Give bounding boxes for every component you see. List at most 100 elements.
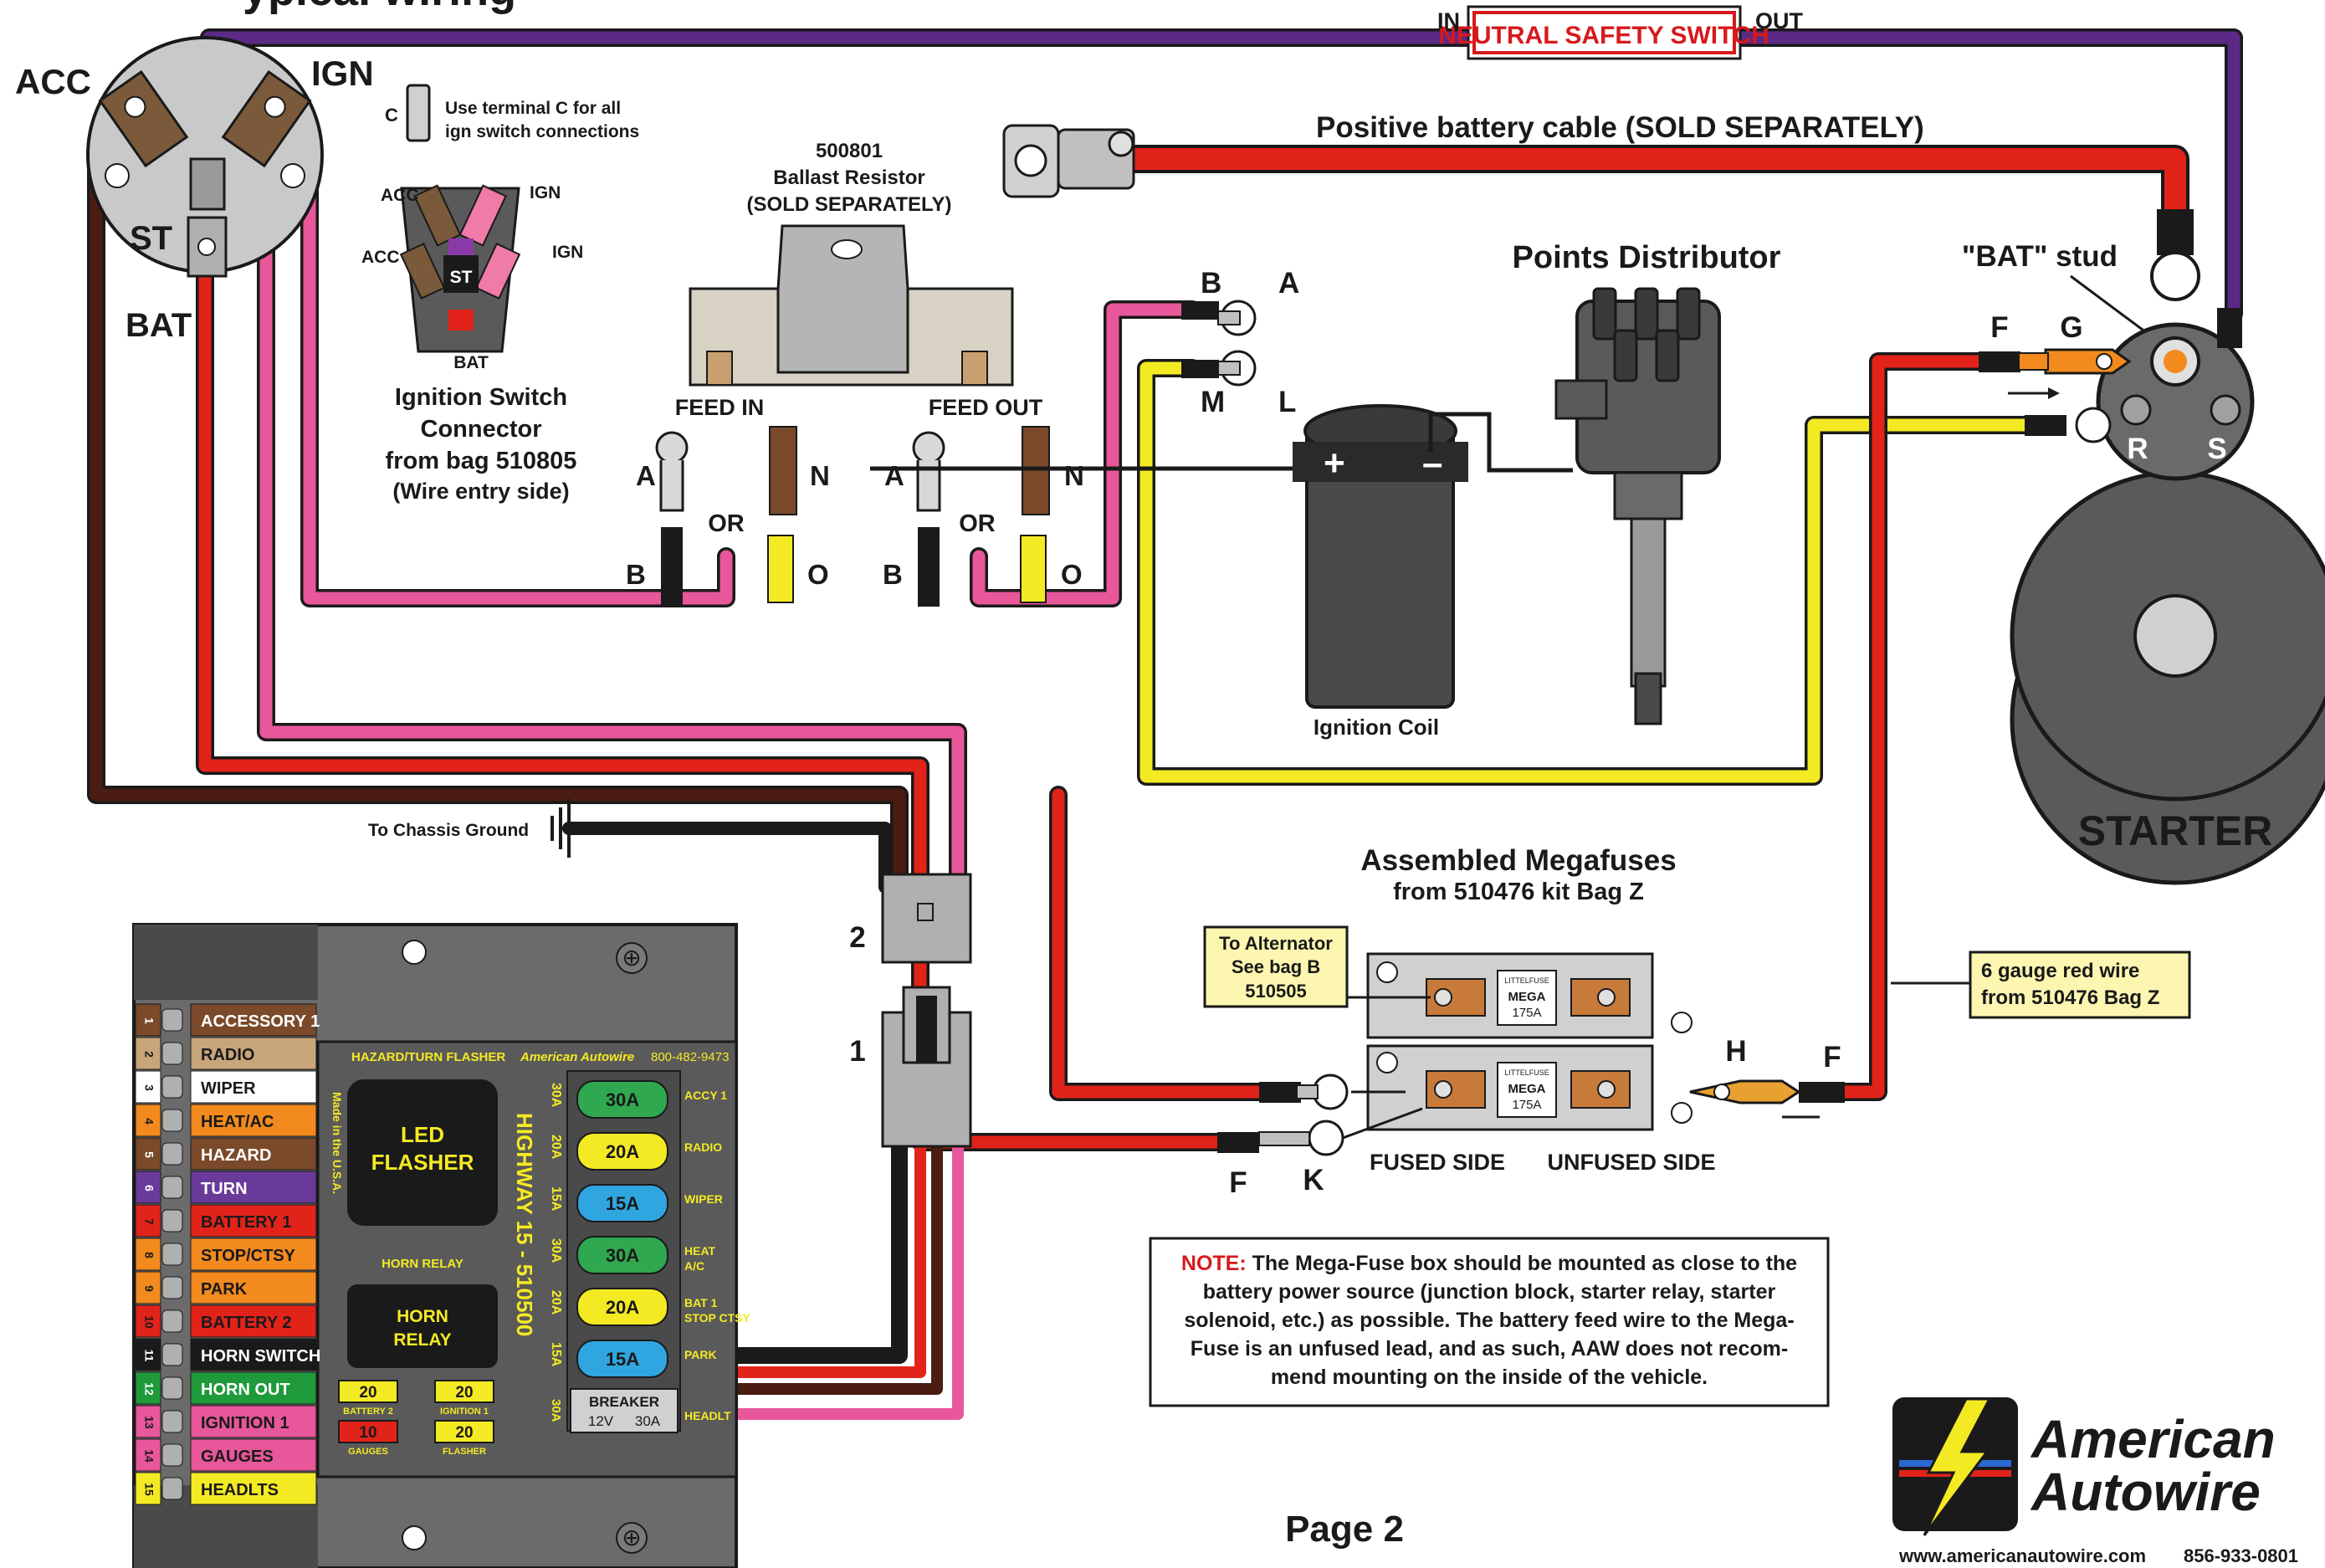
megafuse-terminals: H F F K FUSED SIDE UNFUSED SIDE xyxy=(1217,981,1970,1199)
circuit-number: 7 xyxy=(142,1218,156,1225)
breaker-label: HEADLT xyxy=(684,1409,731,1422)
circuit-number: 9 xyxy=(142,1285,156,1292)
fuse-amp: 30A xyxy=(606,1089,639,1110)
coil-terminals: B A M L xyxy=(1181,267,1299,418)
note-line-1: The Mega-Fuse box should be mounted as c… xyxy=(1252,1252,1798,1275)
circuit-number: 3 xyxy=(142,1084,156,1091)
feed-out-o: O xyxy=(1061,559,1083,590)
nss-in-label: IN xyxy=(1437,8,1460,33)
note-line-4: Fuse is an unfused lead, and as such, AA… xyxy=(1191,1337,1789,1360)
coil-m-label: M xyxy=(1201,386,1225,418)
fused-side-label: FUSED SIDE xyxy=(1370,1150,1505,1175)
feed-out-a: A xyxy=(884,460,904,491)
circuit-label: WIPER xyxy=(201,1079,256,1098)
terminal-c-label: C xyxy=(385,105,398,126)
chassis-ground: To Chassis Ground xyxy=(368,799,571,858)
circuit-number: 15 xyxy=(142,1483,156,1496)
connector-caption-3: from bag 510805 xyxy=(386,448,577,474)
circuit-number: 12 xyxy=(142,1382,156,1396)
fuse-label: RADIO xyxy=(684,1140,722,1154)
terminal-c-note-2: ign switch connections xyxy=(445,122,639,141)
connector-ign-label-2: IGN xyxy=(552,243,583,262)
circuit-label: BATTERY 2 xyxy=(201,1314,292,1332)
coil-l-label: L xyxy=(1278,386,1296,418)
connector-st-label: ST xyxy=(450,268,473,287)
coil-plus: + xyxy=(1324,443,1345,484)
fuse-amp: 15A xyxy=(606,1193,639,1214)
ign-label: IGN xyxy=(311,54,374,93)
svg-text:⊕: ⊕ xyxy=(622,1524,641,1550)
circuit-label: BATTERY 1 xyxy=(201,1213,292,1232)
starter-r-label: R xyxy=(2127,433,2148,465)
battery-terminal-clamp xyxy=(1002,124,1135,198)
plug-1-label: 1 xyxy=(849,1035,865,1068)
breaker-title: BREAKER xyxy=(589,1394,659,1410)
horn-relay-header: HORN RELAY xyxy=(382,1257,463,1271)
fuse-label-2: A/C xyxy=(684,1259,704,1273)
starter-feed-terminals: F G xyxy=(1979,311,2132,443)
breaker-amp: 30A xyxy=(635,1413,661,1429)
megafuse-subtitle: from 510476 kit Bag Z xyxy=(1393,879,1644,905)
made-in-usa: Made in the U.S.A. xyxy=(330,1092,344,1194)
footer-url: www.americanautowire.com xyxy=(1898,1545,2146,1566)
feed-out-n: N xyxy=(1064,460,1084,491)
circuit-number: 2 xyxy=(142,1051,156,1058)
logo-line-2: Autowire xyxy=(2030,1462,2261,1522)
fuse-amp: 20A xyxy=(606,1141,639,1162)
logo-line-1: American xyxy=(2030,1409,2276,1469)
chassis-ground-label: To Chassis Ground xyxy=(368,821,529,840)
fuse-amp: 20A xyxy=(606,1297,639,1318)
six-gauge-line-2: from 510476 Bag Z xyxy=(1981,986,2159,1009)
ignition-switch: ACC IGN ST BAT xyxy=(15,36,374,344)
bat-stud-label: "BAT" stud xyxy=(1962,240,2118,273)
flasher-header: HAZARD/TURN FLASHER xyxy=(351,1050,505,1064)
mini-fuse-value: 20 xyxy=(359,1384,376,1401)
circuit-label: HORN OUT xyxy=(201,1381,290,1399)
fuse-label-2: STOP CTSY xyxy=(684,1311,751,1325)
american-autowire-logo: American Autowire www.americanautowire.c… xyxy=(1892,1397,2298,1566)
six-gauge-callout: 6 gauge red wire from 510476 Bag Z xyxy=(1969,951,2191,1019)
circuit-row: 3 WIPER xyxy=(135,1070,317,1104)
connector-caption-2: Connector xyxy=(421,416,542,443)
st-label: ST xyxy=(130,220,172,257)
starter-s-label: S xyxy=(2207,433,2226,465)
svg-text:⊕: ⊕ xyxy=(622,945,641,971)
feed-out-label: FEED OUT xyxy=(929,395,1043,420)
feed-in-b: B xyxy=(626,559,646,590)
feed-out-b: B xyxy=(883,559,903,590)
circuit-label: TURN xyxy=(201,1180,248,1198)
ign-terminal xyxy=(221,69,312,168)
mini-fuse-label: GAUGES xyxy=(348,1447,388,1457)
coil-b-label: B xyxy=(1201,267,1221,300)
circuit-label: HORN SWITCH xyxy=(201,1347,320,1366)
distributor-title: Points Distributor xyxy=(1513,240,1781,275)
circuit-number: 11 xyxy=(142,1350,156,1362)
acc-label: ACC xyxy=(15,62,91,101)
alternator-callout: To Alternator See bag B 510505 xyxy=(1203,925,1431,1008)
circuit-label: HEAT/AC xyxy=(201,1113,274,1131)
megafuse-1-brand: LITTELFUSE xyxy=(1504,976,1549,985)
page-number: Page 2 xyxy=(1285,1509,1404,1550)
fuse-label: BAT 1 xyxy=(684,1296,718,1309)
nss-label: NEUTRAL SAFETY SWITCH xyxy=(1438,22,1769,49)
feed-out-or: OR xyxy=(959,510,996,537)
megafuse-2-name: MEGA xyxy=(1508,1082,1546,1096)
feed-in-a: A xyxy=(636,460,656,491)
connector-caption-4: (Wire entry side) xyxy=(392,479,569,504)
panel-phone: 800-482-9473 xyxy=(651,1050,729,1064)
led-flasher-line-2: FLASHER xyxy=(371,1150,474,1175)
connector-acc-label-2: ACC xyxy=(361,248,400,267)
plug-2-label: 2 xyxy=(849,921,865,954)
mini-fuse-value: 20 xyxy=(455,1424,473,1442)
